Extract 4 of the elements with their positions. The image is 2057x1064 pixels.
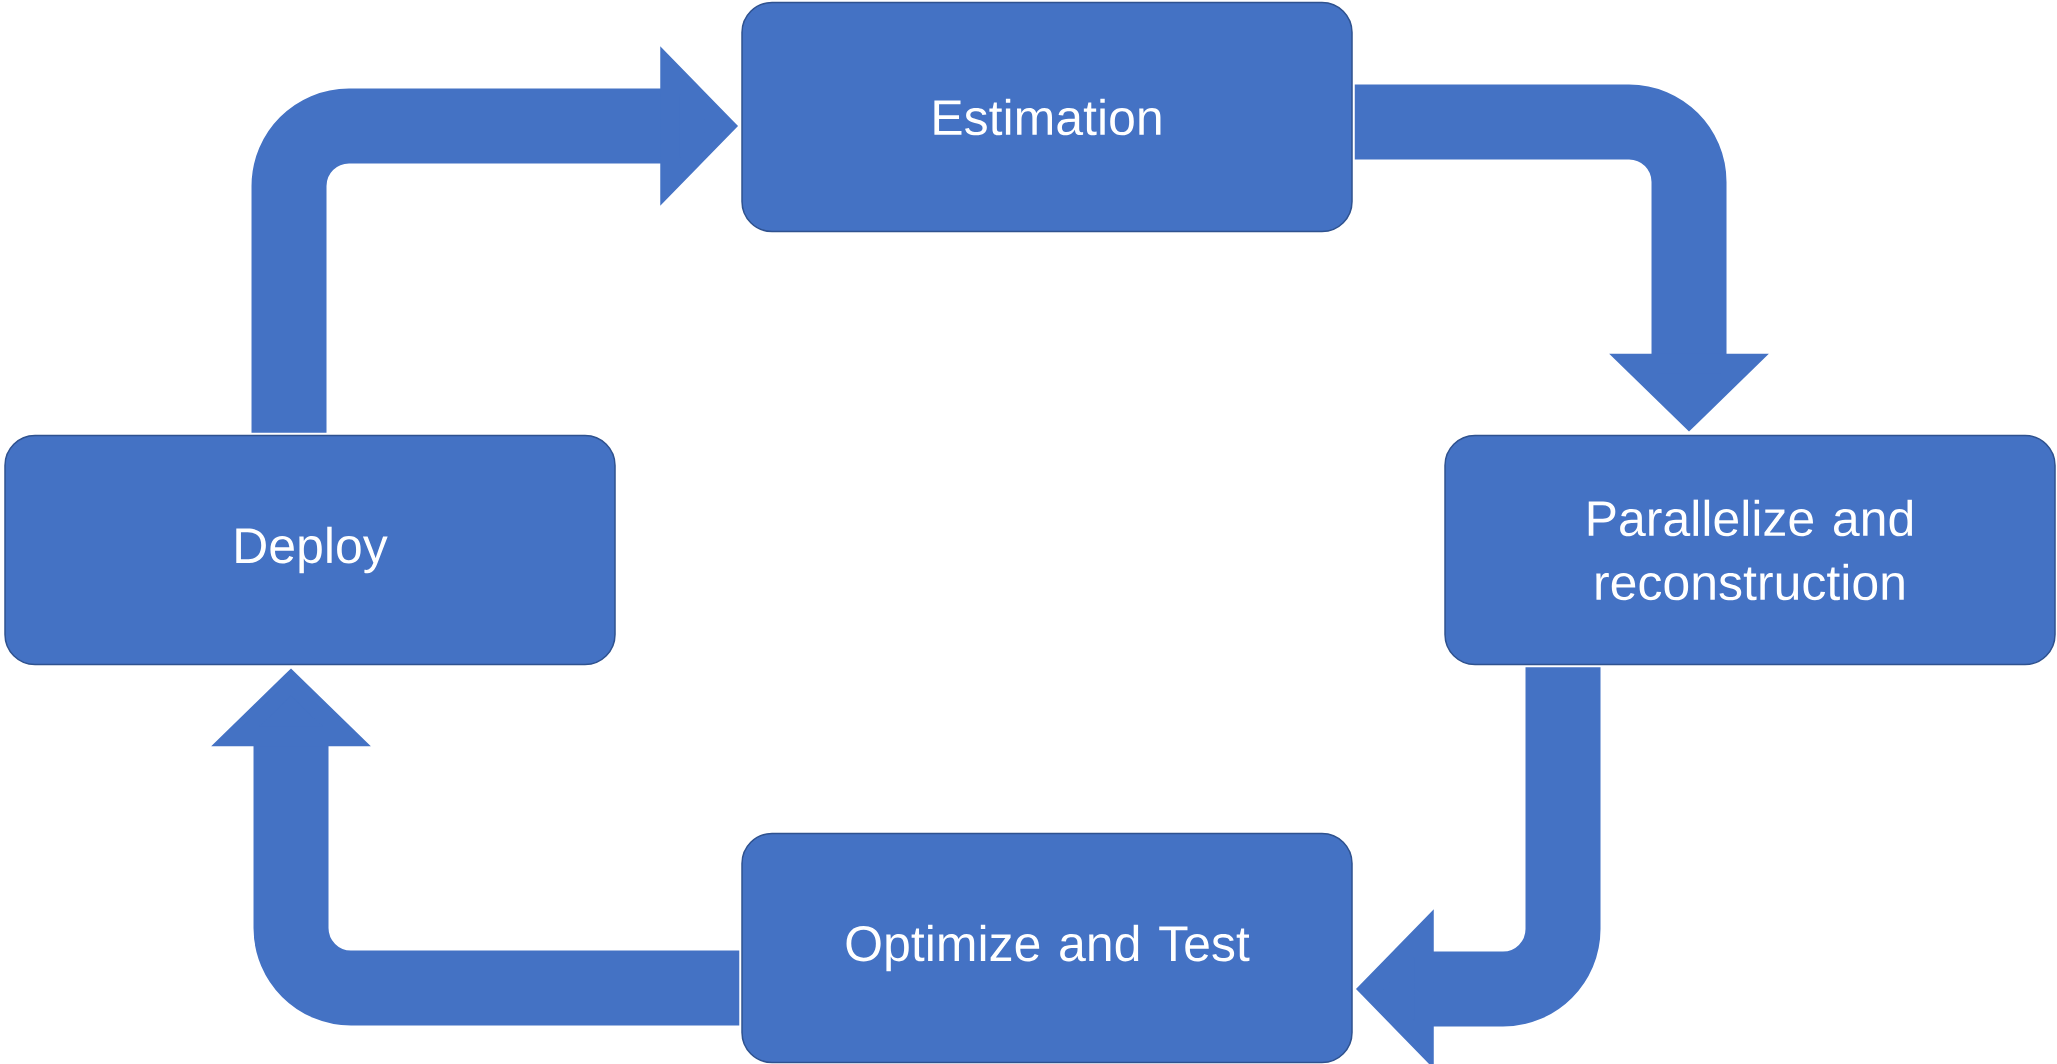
process-box: Estimation [741,1,1353,233]
process-box: Optimize and Test [741,832,1353,1064]
process-box: Deploy [4,434,616,666]
process-box: Parallelize and reconstruction [1444,434,2056,666]
